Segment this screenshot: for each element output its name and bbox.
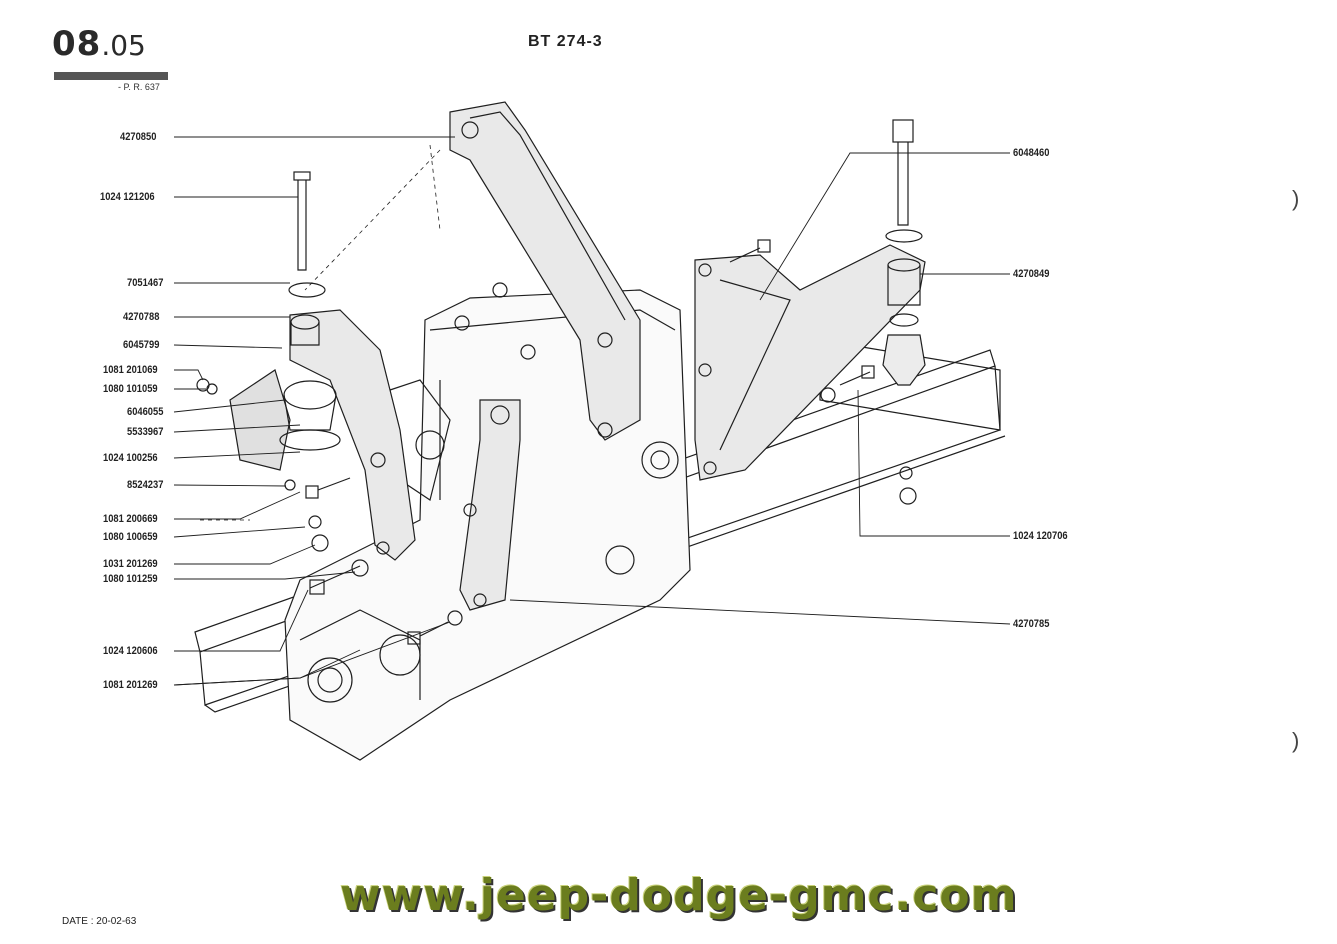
construction-lines	[200, 144, 441, 521]
section-minor: .05	[101, 29, 146, 62]
left-bolt	[288, 171, 326, 298]
section-number: 08.05	[52, 24, 146, 64]
label-4270788: 4270788	[123, 311, 160, 323]
label-8524237: 8524237	[127, 479, 164, 491]
drawing-code: BT 274-3	[528, 33, 603, 50]
section-major: 08	[52, 24, 102, 64]
leader-lines	[173, 136, 1011, 686]
right-bracket	[694, 239, 926, 481]
label-4270849: 4270849	[1013, 268, 1050, 280]
left-bracket	[289, 309, 416, 561]
binder-mark-top: )	[1292, 186, 1300, 211]
center-link	[309, 399, 521, 645]
watermark: www.jeep-dodge-gmc.com	[340, 870, 1018, 921]
label-1024-121206: 1024 121206	[100, 191, 155, 203]
label-7051467: 7051467	[127, 277, 164, 289]
label-6046055: 6046055	[127, 406, 164, 418]
label-4270850: 4270850	[120, 131, 157, 143]
date-stamp: DATE : 20-02-63	[62, 916, 137, 927]
label-1080-101059: 1080 101059	[103, 383, 158, 395]
header-bar	[54, 72, 168, 80]
label-1080-100659: 1080 100659	[103, 531, 158, 543]
label-5533967: 5533967	[127, 426, 164, 438]
label-6045799: 6045799	[123, 339, 160, 351]
label-4270785: 4270785	[1013, 618, 1050, 630]
label-1081-200669: 1081 200669	[103, 513, 158, 525]
label-1024-100256: 1024 100256	[103, 452, 158, 464]
label-1081-201269: 1081 201269	[103, 679, 158, 691]
label-1031-201269: 1031 201269	[103, 558, 158, 570]
page-ref: - P. R. 637	[118, 82, 160, 92]
upper-bracket	[449, 101, 641, 441]
label-1024-120706: 1024 120706	[1013, 530, 1068, 542]
label-1080-101259: 1080 101259	[103, 573, 158, 585]
label-1024-120606: 1024 120606	[103, 645, 158, 657]
label-6048460: 6048460	[1013, 147, 1050, 159]
right-mount	[882, 119, 926, 505]
label-1081-201069: 1081 201069	[103, 364, 158, 376]
mount-pad	[229, 369, 341, 471]
binder-mark-bottom: )	[1292, 728, 1300, 753]
